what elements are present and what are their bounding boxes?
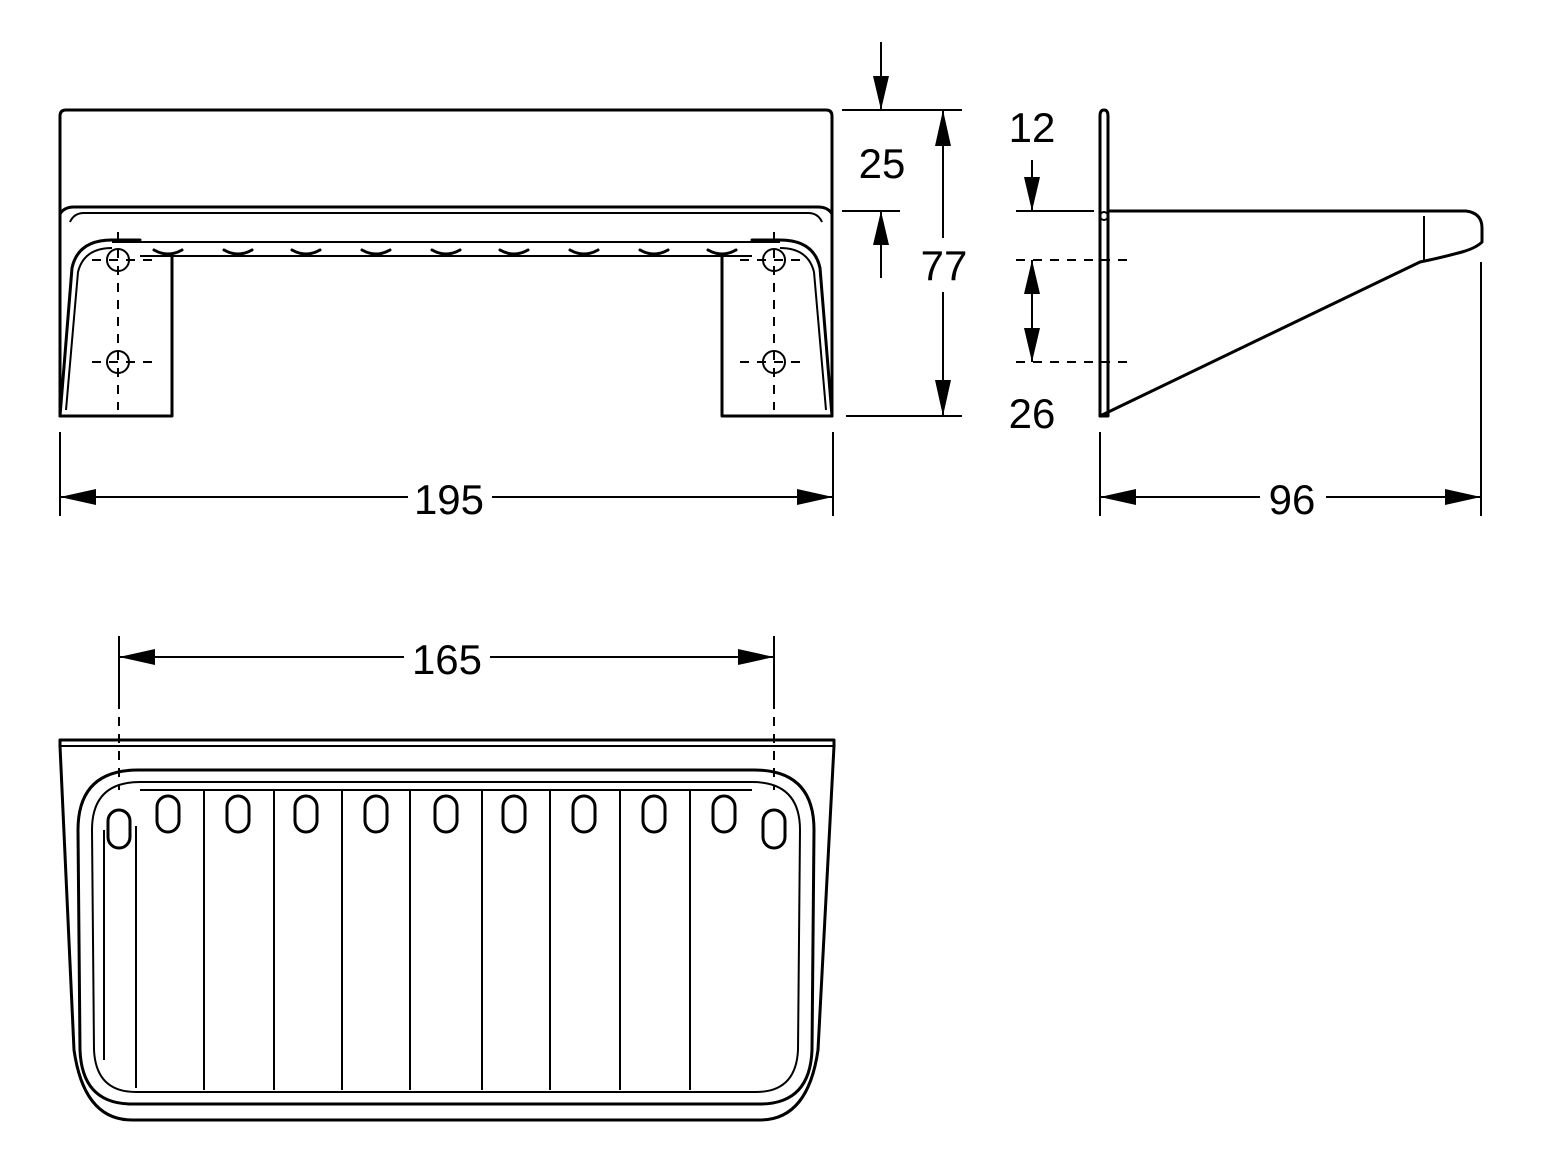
dim-label-hole-spacing-horizontal: 165 [412, 636, 482, 683]
top-drain-hole [155, 794, 181, 834]
dim-label-top-offset: 12 [1009, 104, 1056, 151]
front-slot [430, 248, 462, 256]
front-slot-row [152, 248, 738, 256]
side-view [1098, 108, 1484, 418]
top-rib-row [203, 790, 691, 1090]
front-shelf-inner-edge [69, 212, 823, 223]
dim-width-195: 195 [59, 432, 834, 523]
dim-label-total-height: 77 [921, 242, 968, 289]
front-hole-top-right [740, 232, 800, 410]
front-slot [360, 248, 392, 256]
top-basket-outer [76, 768, 816, 1106]
front-right-bracket-inner [779, 247, 827, 411]
top-basket-inner [91, 781, 801, 1093]
top-drain-hole [363, 794, 389, 834]
front-view [58, 108, 834, 418]
top-drain-hole [501, 794, 527, 834]
top-drain-hole [711, 794, 737, 834]
side-wall-plate [1098, 108, 1110, 418]
side-shelf-profile [1098, 209, 1484, 418]
front-slot [706, 248, 738, 256]
top-drain-hole [225, 794, 251, 834]
top-mount-hole-left [106, 808, 132, 850]
top-drain-hole [641, 794, 667, 834]
front-slot [498, 248, 530, 256]
front-hole-top-left [92, 232, 152, 410]
dim-label-depth: 96 [1269, 476, 1316, 523]
dim-label-shelf-height: 25 [859, 140, 906, 187]
top-view [58, 700, 836, 1122]
top-hole-row [106, 794, 787, 850]
front-right-bracket [720, 238, 834, 418]
top-outer-outline [58, 738, 836, 1122]
front-hole-bottom-left [92, 350, 152, 374]
front-slot [152, 248, 184, 256]
front-slot [222, 248, 254, 256]
top-mount-hole-right [761, 808, 787, 850]
front-left-bracket [58, 238, 174, 418]
dim-hole-spacing-165: 165 [118, 636, 775, 700]
front-left-bracket-inner [65, 247, 113, 411]
front-hole-bottom-right [740, 350, 800, 374]
top-drain-hole [293, 794, 319, 834]
top-drain-hole [571, 794, 597, 834]
top-basket-floor [103, 826, 137, 1088]
front-shelf-outline [58, 108, 834, 418]
front-slot [638, 248, 670, 256]
dim-shelf-height-25: 25 [842, 42, 962, 278]
dim-label-width: 195 [414, 476, 484, 523]
front-shelf-lower-edge [58, 205, 834, 216]
dim-depth-96: 96 [1099, 262, 1482, 523]
side-pivot [1099, 211, 1109, 221]
dim-label-hole-spacing-vertical: 26 [1009, 390, 1056, 437]
dim-total-height-77: 77 [846, 110, 968, 417]
front-slot [568, 248, 600, 256]
dim-top-offset-12: 12 [1009, 104, 1094, 212]
dim-hole-spacing-26: 26 [1009, 259, 1130, 437]
front-slot [290, 248, 322, 256]
top-drain-hole [433, 794, 459, 834]
